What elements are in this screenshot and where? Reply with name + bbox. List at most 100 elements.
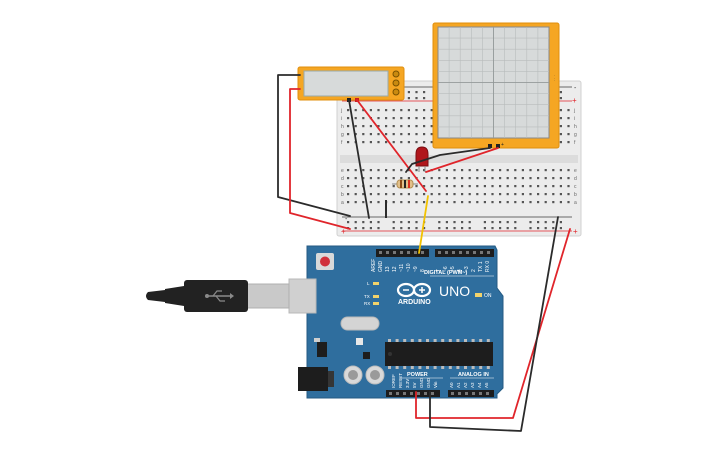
hole[interactable]	[377, 169, 380, 172]
hole[interactable]	[567, 125, 570, 128]
hole[interactable]	[499, 169, 502, 172]
hole[interactable]	[400, 169, 403, 172]
hole[interactable]	[521, 201, 524, 204]
wire-red-scope[interactable]	[425, 147, 499, 173]
rail-hole[interactable]	[407, 221, 410, 224]
power-jack[interactable]	[298, 367, 328, 391]
hole[interactable]	[392, 109, 395, 112]
hole[interactable]	[567, 141, 570, 144]
pin-hole[interactable]	[417, 392, 420, 395]
hole[interactable]	[347, 141, 350, 144]
wire-black-gnd[interactable]	[429, 216, 559, 432]
hole[interactable]	[347, 133, 350, 136]
hole[interactable]	[407, 193, 410, 196]
hole[interactable]	[445, 169, 448, 172]
rail-hole[interactable]	[499, 221, 502, 224]
hole[interactable]	[354, 193, 357, 196]
hole[interactable]	[385, 185, 388, 188]
hole[interactable]	[544, 193, 547, 196]
hole[interactable]	[407, 109, 410, 112]
rail-hole[interactable]	[423, 227, 426, 230]
pin-hole[interactable]	[403, 392, 406, 395]
hole[interactable]	[559, 141, 562, 144]
rail-hole[interactable]	[491, 227, 494, 230]
rail-hole[interactable]	[445, 221, 448, 224]
rail-hole[interactable]	[415, 221, 418, 224]
pin-hole[interactable]	[458, 392, 461, 395]
hole[interactable]	[537, 201, 540, 204]
rail-hole[interactable]	[445, 227, 448, 230]
hole[interactable]	[468, 185, 471, 188]
rail-hole[interactable]	[514, 227, 517, 230]
rail-hole[interactable]	[400, 221, 403, 224]
hole[interactable]	[400, 125, 403, 128]
rail-hole[interactable]	[423, 91, 426, 94]
rail-hole[interactable]	[461, 221, 464, 224]
hole[interactable]	[377, 193, 380, 196]
hole[interactable]	[529, 177, 532, 180]
rail-hole[interactable]	[559, 91, 562, 94]
rail-hole[interactable]	[407, 227, 410, 230]
hole[interactable]	[407, 169, 410, 172]
hole[interactable]	[377, 133, 380, 136]
pin-hole[interactable]	[389, 392, 392, 395]
hole[interactable]	[369, 177, 372, 180]
hole[interactable]	[445, 185, 448, 188]
hole[interactable]	[423, 177, 426, 180]
hole[interactable]	[461, 169, 464, 172]
pin-hole[interactable]	[379, 251, 382, 254]
hole[interactable]	[362, 177, 365, 180]
hole[interactable]	[392, 185, 395, 188]
pin-hole[interactable]	[421, 251, 424, 254]
hole[interactable]	[385, 109, 388, 112]
hole[interactable]	[567, 133, 570, 136]
hole[interactable]	[453, 201, 456, 204]
rail-hole[interactable]	[415, 97, 418, 100]
digital-header-right[interactable]	[435, 249, 494, 257]
hole[interactable]	[499, 193, 502, 196]
pin-hole[interactable]	[410, 392, 413, 395]
hole[interactable]	[415, 185, 418, 188]
hole[interactable]	[362, 117, 365, 120]
hole[interactable]	[506, 193, 509, 196]
hole[interactable]	[385, 177, 388, 180]
hole[interactable]	[385, 141, 388, 144]
resistor[interactable]	[392, 179, 418, 189]
wire-yellow-signal[interactable]	[418, 195, 429, 254]
hole[interactable]	[354, 133, 357, 136]
rail-hole[interactable]	[483, 227, 486, 230]
hole[interactable]	[400, 193, 403, 196]
rail-hole[interactable]	[415, 227, 418, 230]
hole[interactable]	[369, 185, 372, 188]
hole[interactable]	[385, 117, 388, 120]
hole[interactable]	[392, 141, 395, 144]
rail-hole[interactable]	[559, 97, 562, 100]
hole[interactable]	[491, 201, 494, 204]
hole[interactable]	[369, 201, 372, 204]
rail-hole[interactable]	[392, 227, 395, 230]
oscilloscope-pin-pos[interactable]	[496, 144, 500, 148]
hole[interactable]	[430, 141, 433, 144]
hole[interactable]	[521, 169, 524, 172]
hole[interactable]	[423, 109, 426, 112]
rail-hole[interactable]	[407, 91, 410, 94]
rail-hole[interactable]	[369, 227, 372, 230]
rail-hole[interactable]	[453, 221, 456, 224]
hole[interactable]	[491, 185, 494, 188]
hole[interactable]	[400, 117, 403, 120]
hole[interactable]	[415, 117, 418, 120]
hole[interactable]	[423, 117, 426, 120]
rail-hole[interactable]	[499, 227, 502, 230]
pin-hole[interactable]	[386, 251, 389, 254]
hole[interactable]	[521, 177, 524, 180]
hole[interactable]	[430, 193, 433, 196]
hole[interactable]	[552, 177, 555, 180]
wire-black-scope[interactable]	[405, 147, 491, 173]
hole[interactable]	[407, 133, 410, 136]
hole[interactable]	[567, 169, 570, 172]
hole[interactable]	[506, 201, 509, 204]
hole[interactable]	[377, 109, 380, 112]
hole[interactable]	[559, 185, 562, 188]
rail-hole[interactable]	[347, 221, 350, 224]
arduino-uno-board[interactable]: AREF GND 13 12 ~11 ~10 ~9 8 7 ~6 ~5 4 ~3…	[298, 245, 504, 399]
